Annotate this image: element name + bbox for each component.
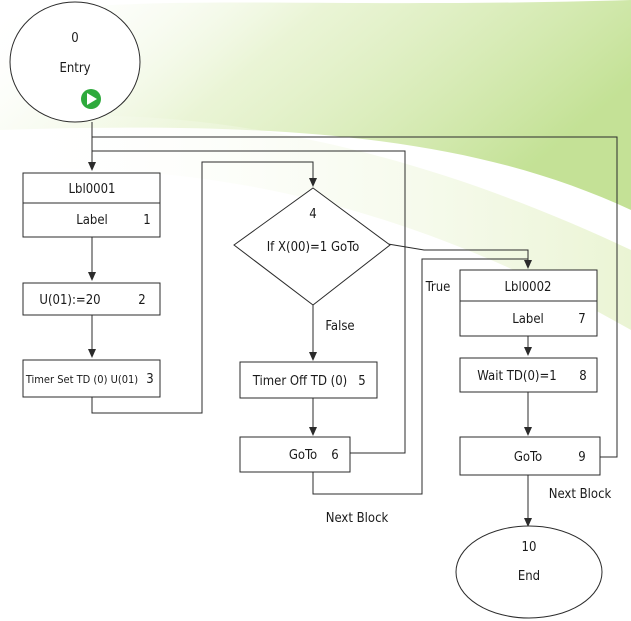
block-7-label[interactable]: Lbl0002 Label 7 bbox=[459, 269, 598, 337]
block-4-number: 4 bbox=[309, 207, 316, 222]
block-7-name: Lbl0002 bbox=[505, 280, 552, 295]
block-5-timer-off[interactable]: Timer Off TD (0) 5 bbox=[239, 361, 378, 399]
block-7-number: 7 bbox=[578, 312, 585, 327]
block-1-label[interactable]: Lbl0001 Label 1 bbox=[22, 172, 161, 238]
block-2-number: 2 bbox=[138, 293, 145, 308]
block-5-number: 5 bbox=[358, 374, 365, 389]
next-block-label-2: Next Block bbox=[549, 487, 612, 502]
block-1-name: Lbl0001 bbox=[69, 182, 116, 197]
end-title: End bbox=[518, 569, 540, 584]
entry-title: Entry bbox=[59, 61, 90, 76]
block-6-goto[interactable]: GoTo 6 bbox=[239, 436, 351, 473]
block-2-assign[interactable]: U(01):=20 2 bbox=[22, 282, 161, 316]
entry-node[interactable]: 0 Entry bbox=[9, 1, 141, 123]
block-5-label: Timer Off TD (0) bbox=[252, 374, 348, 389]
block-9-label: GoTo bbox=[514, 450, 542, 465]
block-1-label-text: Label bbox=[76, 213, 108, 228]
block-8-number: 8 bbox=[579, 369, 586, 384]
false-branch-label: False bbox=[325, 319, 354, 334]
block-6-number: 6 bbox=[331, 448, 338, 463]
next-block-label-1: Next Block bbox=[326, 511, 389, 526]
end-node[interactable]: 10 End bbox=[455, 525, 603, 619]
block-2-label: U(01):=20 bbox=[39, 293, 100, 308]
block-3-number: 3 bbox=[146, 372, 153, 387]
block-6-label: GoTo bbox=[289, 448, 317, 463]
block-3-label: Timer Set TD (0) U(01) bbox=[25, 373, 138, 386]
connector-lines bbox=[88, 122, 618, 527]
block-7-label-text: Label bbox=[512, 312, 544, 327]
entry-number: 0 bbox=[71, 31, 78, 46]
play-icon[interactable] bbox=[81, 89, 101, 109]
end-number: 10 bbox=[522, 540, 537, 555]
block-8-wait[interactable]: Wait TD(0)=1 8 bbox=[459, 357, 598, 393]
decision-block-4[interactable]: 4 If X(00)=1 GoTo bbox=[233, 187, 391, 306]
block-8-label: Wait TD(0)=1 bbox=[477, 369, 556, 384]
block-4-label: If X(00)=1 GoTo bbox=[267, 240, 360, 255]
block-9-number: 9 bbox=[578, 450, 585, 465]
block-9-goto[interactable]: GoTo 9 bbox=[459, 436, 601, 476]
true-branch-label: True bbox=[425, 280, 451, 295]
block-3-timer-set[interactable]: Timer Set TD (0) U(01) 3 bbox=[22, 359, 161, 398]
block-1-number: 1 bbox=[143, 213, 150, 228]
